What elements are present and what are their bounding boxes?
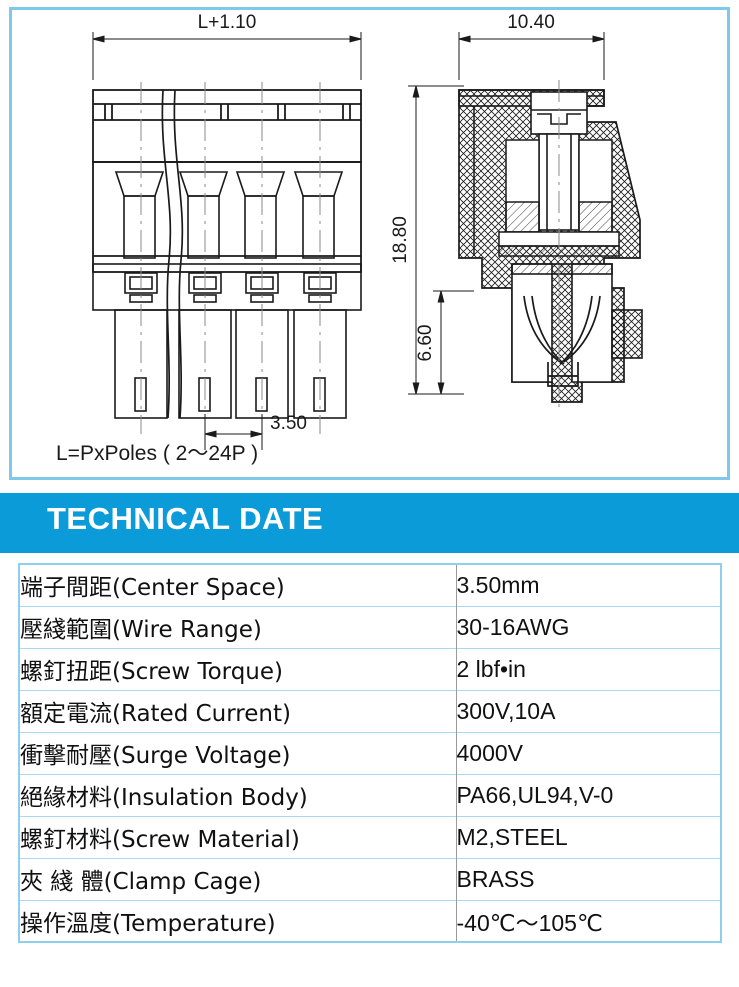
spec-value: 3.50mm — [456, 571, 540, 598]
centre-lines — [140, 82, 321, 434]
leg-4 — [293, 309, 347, 419]
dim-label-total-height: 18.80 — [390, 216, 411, 264]
table-row: 端子間距(Center Space) 3.50mm — [19, 564, 721, 606]
table-row: 操作溫度(Temperature) -40℃～105℃ — [19, 900, 721, 942]
spec-value: -40℃～105℃ — [456, 909, 603, 936]
dim-label-lower-height: 6.60 — [415, 325, 436, 362]
spec-label: 操作溫度(Temperature) — [19, 900, 457, 942]
spec-value: 30-16AWG — [456, 613, 570, 640]
table-row: 螺釘扭距(Screw Torque) 2 lbf•in — [19, 648, 721, 690]
spec-value: PA66,UL94,V-0 — [456, 781, 614, 808]
spec-value: M2,STEEL — [456, 823, 568, 850]
dim-total-height — [408, 85, 464, 395]
break-line — [161, 89, 184, 419]
drawing-note: L=PxPoles ( 2～24P ) — [56, 442, 258, 465]
dim-lower-height — [433, 290, 474, 395]
spec-value: 300V,10A — [456, 697, 556, 724]
cavity-1 — [114, 171, 165, 259]
dim-label-section-width: 10.40 — [507, 12, 555, 33]
drawing-panel: L+1.10 10.40 3.50 18.80 6.60 L=PxPoles (… — [9, 7, 730, 480]
leg-1 — [114, 309, 168, 419]
dim-label-pitch: 3.50 — [270, 413, 307, 434]
technical-drawing: L+1.10 10.40 3.50 18.80 6.60 L=PxPoles (… — [56, 12, 643, 465]
table-row: 絕緣材料(Insulation Body) PA66,UL94,V-0 — [19, 774, 721, 816]
spec-label: 衝擊耐壓(Surge Voltage) — [19, 732, 457, 774]
cavity-2 — [178, 171, 229, 259]
socket-barrel — [511, 263, 613, 383]
spec-label: 端子間距(Center Space) — [19, 564, 457, 606]
housing-outline — [92, 89, 362, 273]
spec-value: BRASS — [456, 865, 535, 892]
front-view — [92, 32, 362, 450]
right-foot — [611, 309, 643, 359]
technical-data-banner: TECHNICAL DATE — [0, 493, 739, 553]
wire-cavities — [114, 171, 344, 259]
cavity-4 — [293, 171, 344, 259]
spec-label: 夾 綫 體(Clamp Cage) — [19, 858, 457, 900]
dim-overall-width — [92, 32, 362, 80]
spec-label: 絕緣材料(Insulation Body) — [19, 774, 457, 816]
spec-label: 螺釘材料(Screw Material) — [19, 816, 457, 858]
cross-section-view — [408, 32, 643, 410]
leg-2 — [178, 309, 232, 419]
spec-label: 壓綫範圍(Wire Range) — [19, 606, 457, 648]
leg-3 — [235, 309, 289, 419]
specification-rows: 端子間距(Center Space) 3.50mm 壓綫範圍(Wire Rang… — [19, 564, 721, 942]
spec-value: 2 lbf•in — [456, 655, 526, 682]
dim-pitch — [204, 414, 263, 450]
clamp-band — [92, 263, 362, 311]
table-row: 壓綫範圍(Wire Range) 30-16AWG — [19, 606, 721, 648]
spring-contact — [523, 295, 601, 387]
spec-label: 螺釘扭距(Screw Torque) — [19, 648, 457, 690]
spec-value: 4000V — [456, 739, 524, 766]
spec-label: 額定電流(Rated Current) — [19, 690, 457, 732]
plug-legs — [114, 309, 347, 419]
banner-title: TECHNICAL DATE — [47, 501, 324, 536]
cavity-3 — [235, 171, 286, 259]
dim-section-width — [458, 32, 605, 80]
table-row: 螺釘材料(Screw Material) M2,STEEL — [19, 816, 721, 858]
table-row: 額定電流(Rated Current) 300V,10A — [19, 690, 721, 732]
specification-table: 端子間距(Center Space) 3.50mm 壓綫範圍(Wire Rang… — [18, 563, 722, 943]
table-row: 衝擊耐壓(Surge Voltage) 4000V — [19, 732, 721, 774]
dim-label-overall-width: L+1.10 — [198, 12, 257, 33]
table-row: 夾 綫 體(Clamp Cage) BRASS — [19, 858, 721, 900]
